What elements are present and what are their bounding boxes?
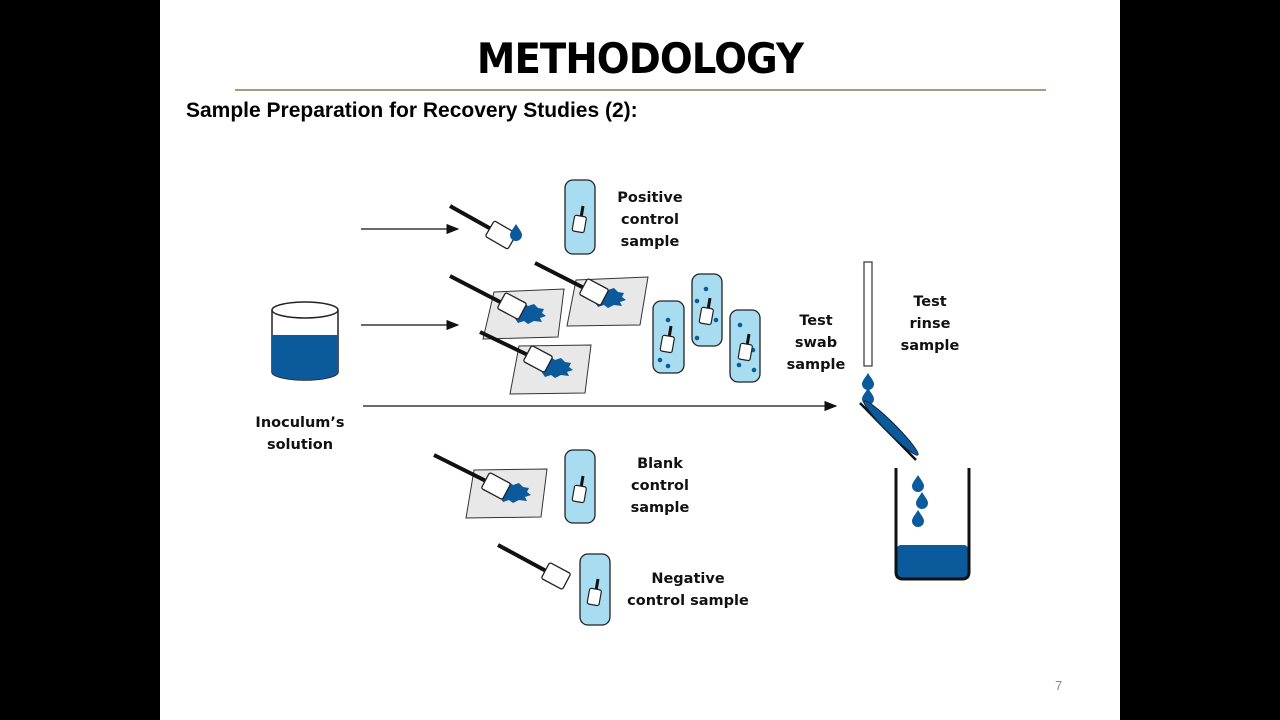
positive-label-line: Positive xyxy=(617,190,683,206)
positive-tube-icon xyxy=(564,179,596,255)
slide: METHODOLOGY Sample Preparation for Recov… xyxy=(160,0,1120,720)
negative-control-label: Negative control sample xyxy=(623,568,753,612)
negative-tube-icon xyxy=(579,553,611,626)
blank-label-line: Blank xyxy=(637,456,683,472)
test-swab-label: Test swab sample xyxy=(776,310,856,376)
methodology-diagram xyxy=(271,179,971,626)
test-surface-2-icon xyxy=(534,261,649,327)
slide-subtitle: Sample Preparation for Recovery Studies … xyxy=(186,99,638,122)
test-swab-label-line: sample xyxy=(786,357,846,373)
test-tube-3-icon xyxy=(729,309,761,383)
test-tube-2-icon xyxy=(691,273,723,347)
title-divider xyxy=(235,89,1046,91)
test-swab-label-line: swab xyxy=(794,335,838,351)
drop-icon xyxy=(912,475,924,492)
test-swab-label-line: Test xyxy=(799,313,833,329)
tilted-plate-icon xyxy=(859,400,919,461)
rinse-beaker-icon xyxy=(894,468,971,581)
test-rinse-label-line: sample xyxy=(900,338,960,354)
test-rinse-label-line: Test xyxy=(913,294,947,310)
blank-label-line: control xyxy=(631,478,689,494)
inoculum-label: Inoculum’s solution xyxy=(248,412,352,456)
positive-label-line: sample xyxy=(620,234,680,250)
positive-control-label: Positive control sample xyxy=(605,187,695,253)
positive-label-line: control xyxy=(621,212,679,228)
blank-surface-icon xyxy=(433,453,548,519)
test-rinse-label-line: rinse xyxy=(909,316,951,332)
negative-label-line: control sample xyxy=(627,593,749,609)
slide-title: METHODOLOGY xyxy=(476,34,804,83)
negative-label-line: Negative xyxy=(651,571,725,587)
test-tube-1-icon xyxy=(652,300,685,374)
test-surface-1-icon xyxy=(449,274,565,340)
blank-tube-icon xyxy=(564,449,596,524)
positive-swab-icon xyxy=(449,204,522,250)
inoculum-label-line: Inoculum’s xyxy=(255,415,345,431)
blank-control-label: Blank control sample xyxy=(620,453,700,519)
inoculum-beaker-icon xyxy=(271,301,339,381)
blank-label-line: sample xyxy=(630,500,690,516)
test-rinse-label: Test rinse sample xyxy=(890,291,970,357)
negative-swab-icon xyxy=(497,543,571,590)
pipette-icon xyxy=(863,261,873,367)
drop-icon xyxy=(916,492,928,509)
page-number: 7 xyxy=(1055,678,1063,693)
drop-icon xyxy=(862,373,874,390)
drop-icon xyxy=(912,510,924,527)
test-surface-3-icon xyxy=(479,330,592,395)
inoculum-label-line: solution xyxy=(266,437,334,453)
